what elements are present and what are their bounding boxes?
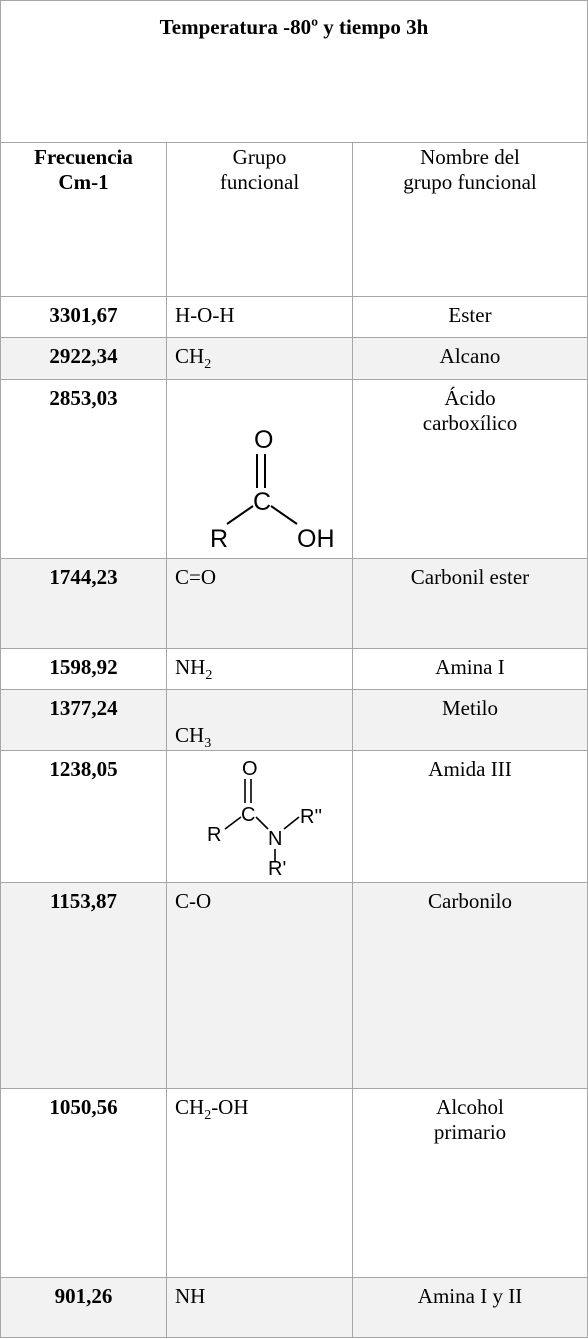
header-frecuencia-line2: Cm-1 — [58, 170, 109, 195]
header-frecuencia: Frecuencia Cm-1 — [0, 142, 167, 297]
oxygen-label: O — [254, 426, 273, 454]
frequency-cell: 1744,23 — [0, 558, 167, 649]
name-cell: Carbonilo — [352, 882, 588, 1089]
frequency-cell: 1598,92 — [0, 647, 167, 691]
name-cell: Alcohol primario — [352, 1087, 588, 1278]
header-row: Frecuencia Cm-1 Grupo funcional Nombre d… — [0, 142, 588, 297]
carboxylic-acid-structure-icon: O C R OH — [210, 426, 335, 552]
table-row: 1598,92 NH2 Amina I — [0, 647, 588, 691]
header-grupo-line1: Grupo — [232, 145, 287, 170]
group-cell: O C R OH — [166, 378, 353, 560]
name-line2: carboxílico — [422, 410, 518, 435]
table-row: 1238,05 O C R N R'' R' Amida III — [0, 750, 588, 884]
name-line2: primario — [433, 1119, 507, 1144]
group-suffix: -OH — [211, 1094, 249, 1119]
name-cell: Ester — [352, 295, 588, 339]
group-subscript: 2 — [204, 1108, 212, 1123]
group-cell: CH2 — [166, 337, 353, 380]
frequency-cell: 2853,03 — [0, 378, 167, 560]
frequency-cell: 1238,05 — [0, 750, 167, 884]
group-formula: CH — [175, 1094, 205, 1119]
group-formula: NH — [175, 654, 206, 679]
table-title: Temperatura -80º y tiempo 3h — [0, 0, 588, 144]
frequency-cell: 1153,87 — [0, 882, 167, 1089]
group-cell: NH — [166, 1276, 353, 1339]
header-grupo: Grupo funcional — [166, 142, 353, 297]
table-row: 1744,23 C=O Carbonil ester — [0, 558, 588, 649]
name-cell: Amida III — [352, 750, 588, 884]
name-line1: Alcohol — [436, 1094, 504, 1119]
name-cell: Metilo — [352, 689, 588, 752]
name-cell: Amina I y II — [352, 1276, 588, 1339]
group-subscript: 3 — [204, 736, 212, 752]
table-row: 3301,67 H-O-H Ester — [0, 295, 588, 339]
frequency-cell: 1377,24 — [0, 689, 167, 752]
header-nombre: Nombre del grupo funcional — [352, 142, 588, 297]
amide-structure-icon: O C R N R'' R' — [207, 758, 322, 877]
group-cell: NH2 — [166, 647, 353, 691]
frequency-cell: 2922,34 — [0, 337, 167, 380]
r-double-prime-label: R'' — [300, 806, 322, 828]
nitrogen-label: N — [268, 828, 282, 850]
header-frecuencia-line1: Frecuencia — [34, 145, 133, 170]
header-nombre-line1: Nombre del — [420, 145, 520, 170]
header-grupo-line2: funcional — [219, 170, 300, 195]
frequency-cell: 901,26 — [0, 1276, 167, 1339]
title-row: Temperatura -80º y tiempo 3h — [0, 0, 588, 144]
table-row: 2922,34 CH2 Alcano — [0, 337, 588, 380]
table-row: 2853,03 O C R OH Ácido carboxílico — [0, 378, 588, 560]
name-cell: Carbonil ester — [352, 558, 588, 649]
group-cell: H-O-H — [166, 295, 353, 339]
r-group-label: R — [210, 525, 228, 552]
group-cell: CH2-OH — [166, 1087, 353, 1278]
group-formula: CH — [175, 344, 205, 369]
name-cell: Alcano — [352, 337, 588, 380]
carbon-label: C — [253, 488, 271, 516]
frequency-cell: 1050,56 — [0, 1087, 167, 1278]
table-row: 1153,87 C-O Carbonilo — [0, 882, 588, 1089]
group-subscript: 2 — [204, 357, 212, 373]
group-subscript: 2 — [205, 667, 213, 683]
group-cell: C=O — [166, 558, 353, 649]
r-group-label: R — [207, 824, 221, 846]
table-row: 1050,56 CH2-OH Alcohol primario — [0, 1087, 588, 1278]
oxygen-label: O — [242, 758, 258, 780]
group-cell: O C R N R'' R' — [166, 750, 353, 884]
group-cell: CH3 — [166, 689, 353, 752]
name-line1: Ácido — [444, 385, 496, 410]
hydroxyl-label: OH — [297, 525, 335, 552]
name-cell: Amina I — [352, 647, 588, 691]
table-row: 901,26 NH Amina I y II — [0, 1276, 588, 1339]
carbon-label: C — [241, 804, 255, 826]
name-cell: Ácido carboxílico — [352, 378, 588, 560]
group-cell: C-O — [166, 882, 353, 1089]
group-formula: CH — [175, 723, 205, 748]
frequency-cell: 3301,67 — [0, 295, 167, 339]
r-prime-label: R' — [268, 858, 286, 877]
header-nombre-line2: grupo funcional — [403, 170, 537, 195]
table-row: 1377,24 CH3 Metilo — [0, 689, 588, 752]
